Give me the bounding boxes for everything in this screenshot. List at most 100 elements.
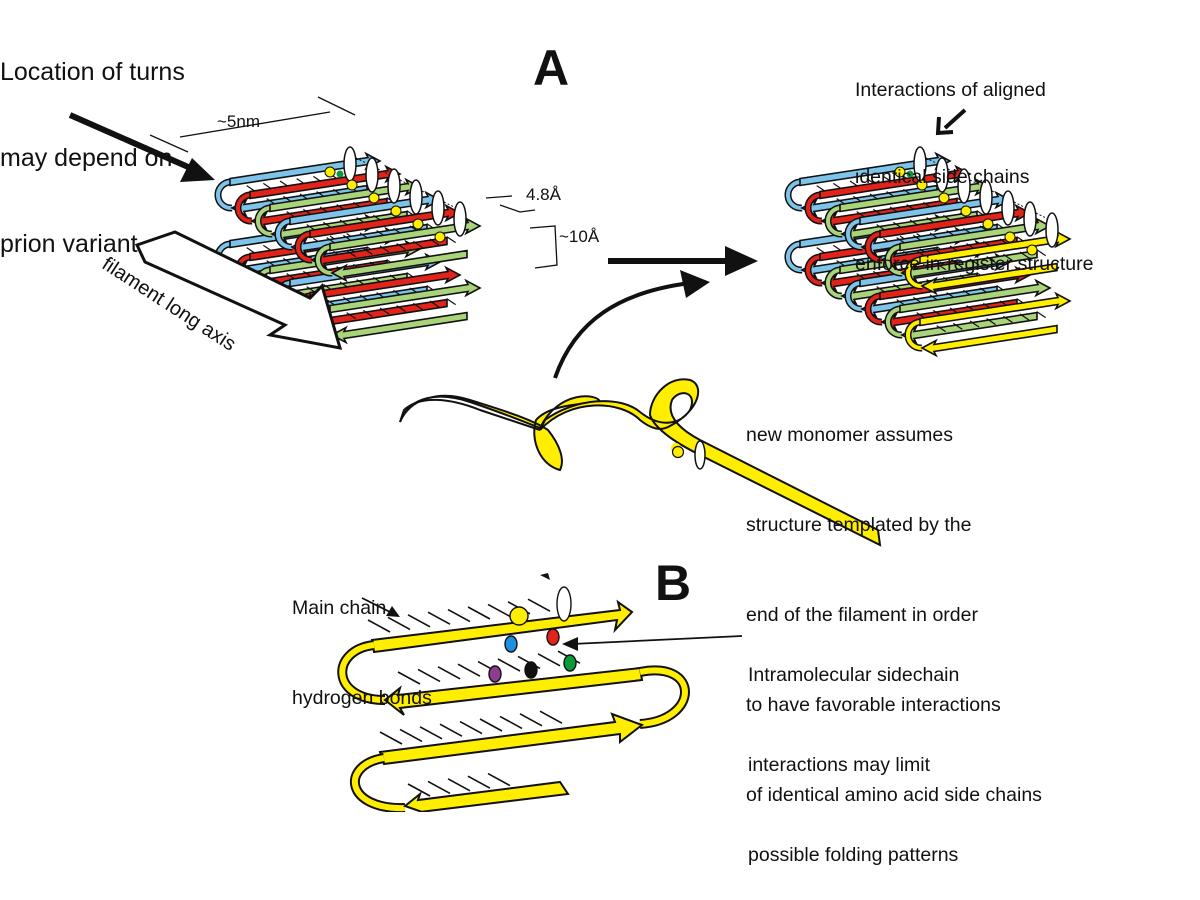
turn-3 <box>351 755 406 812</box>
hbond-line <box>969 320 980 328</box>
side-chain-purple <box>488 665 502 683</box>
hbond-line <box>936 325 946 333</box>
turn <box>296 232 313 263</box>
beta-strand <box>309 265 462 301</box>
side-chain-white <box>453 201 467 237</box>
hbond-line <box>407 783 431 797</box>
side-chain-white <box>1045 212 1059 248</box>
side-chain-interaction <box>1035 212 1053 222</box>
hydrogen-bonds-line: Main chain <box>292 597 387 619</box>
aligned-line: enforce in-register structure <box>855 253 1094 275</box>
beta-strand <box>309 203 462 239</box>
hbond-line <box>396 243 406 251</box>
turn <box>276 219 293 250</box>
intramolecular-pointer <box>562 635 743 651</box>
side-chain-white <box>365 157 379 193</box>
hbond-line <box>429 300 440 308</box>
side-chain-interaction <box>925 157 943 167</box>
side-chain-yellow <box>434 231 446 243</box>
hbond-line <box>427 780 451 795</box>
intramolecular-line: possible folding patterns <box>748 844 959 866</box>
hbond-line <box>419 726 443 740</box>
hbond-line <box>519 713 543 727</box>
hbond-line <box>457 663 481 677</box>
hbond-line <box>1019 251 1030 259</box>
hbond-line <box>953 260 963 268</box>
beta-strand <box>920 262 1058 296</box>
hbond-line <box>346 312 356 320</box>
diagram-canvas <box>68 96 1072 812</box>
turn <box>826 268 843 299</box>
beta-strand-1 <box>370 599 634 654</box>
turns-location-annotation: Location of turns may depend on prion va… <box>0 0 185 288</box>
beta-strand <box>329 278 482 314</box>
turn <box>786 242 803 273</box>
turns-location-line: may depend on <box>0 143 173 172</box>
hbond-line <box>413 240 423 248</box>
filament-a <box>214 146 482 345</box>
new-monomer-line: new monomer assumes <box>746 424 953 446</box>
side-chain-white <box>556 586 572 622</box>
beta-strand <box>919 291 1072 327</box>
side-chain-green <box>906 170 914 178</box>
hbond-line <box>446 298 456 306</box>
turns-location-line: Location of turns <box>0 57 185 86</box>
hbond-line <box>379 245 390 253</box>
side-chain-yellow <box>324 166 336 178</box>
side-chain-white <box>409 179 423 215</box>
side-chain-interaction <box>991 190 1009 200</box>
hbond-line <box>447 608 471 623</box>
hbond-line <box>459 720 483 735</box>
turn <box>236 193 253 224</box>
hairpin-red <box>294 203 462 270</box>
hbond-line <box>1036 249 1046 257</box>
turn-2 <box>639 667 688 727</box>
hbond-line <box>387 616 411 631</box>
hbond-line <box>986 318 996 326</box>
intramolecular-line: interactions may limit <box>748 754 931 776</box>
beta-strand <box>899 216 1052 252</box>
hbond-line <box>1003 315 1013 323</box>
hbond-line <box>1003 253 1013 261</box>
intramolecular-line: Intramolecular sidechain <box>748 664 960 686</box>
hbond-line <box>1036 311 1046 319</box>
intramolecular-annotation: Intramolecular sidechain interactions ma… <box>748 600 959 900</box>
hbond-line <box>969 258 980 266</box>
turn <box>806 193 823 224</box>
hbond-line <box>367 619 391 633</box>
beta-strand <box>879 203 1032 239</box>
hbond-line <box>467 606 491 620</box>
turn-1 <box>339 642 386 703</box>
side-chain-yellow <box>982 218 994 230</box>
side-chain-white <box>957 168 971 204</box>
new-monomer-annotation: new monomer assumes structure templated … <box>746 360 1042 840</box>
new-monomer-line: to have favorable interactions <box>746 694 1001 716</box>
side-chain-yellow <box>368 192 380 204</box>
side-chain-yellow <box>412 218 424 230</box>
hbond-line <box>437 666 461 680</box>
hbond-line <box>427 611 451 625</box>
hbond-line <box>539 710 563 724</box>
interaction-arrow-icon <box>540 573 550 580</box>
side-chain-white <box>431 190 445 226</box>
side-chain-blue <box>504 635 518 653</box>
aligned-side-chains-annotation: Interactions of aligned identical side c… <box>855 18 1093 308</box>
side-chain-green <box>563 654 577 672</box>
panel-a-label: A <box>533 40 570 96</box>
strand-spacing-marker <box>485 195 536 213</box>
side-chain-white <box>979 179 993 215</box>
unfolded-monomer <box>399 378 882 547</box>
turns-location-line: prion variant <box>0 230 138 258</box>
side-chain-white <box>935 157 949 193</box>
beta-strand <box>330 249 468 283</box>
growth-arrow <box>608 246 758 276</box>
turn <box>866 232 883 263</box>
hydrogen-bond-pointer <box>361 597 400 617</box>
hbond-line <box>936 263 946 271</box>
hbond-line <box>379 731 403 745</box>
side-chain-yellow <box>346 179 358 191</box>
turn <box>316 245 333 276</box>
turn <box>886 307 903 338</box>
side-chain-yellow <box>509 606 529 626</box>
aligned-pointer-arrow <box>935 108 967 136</box>
